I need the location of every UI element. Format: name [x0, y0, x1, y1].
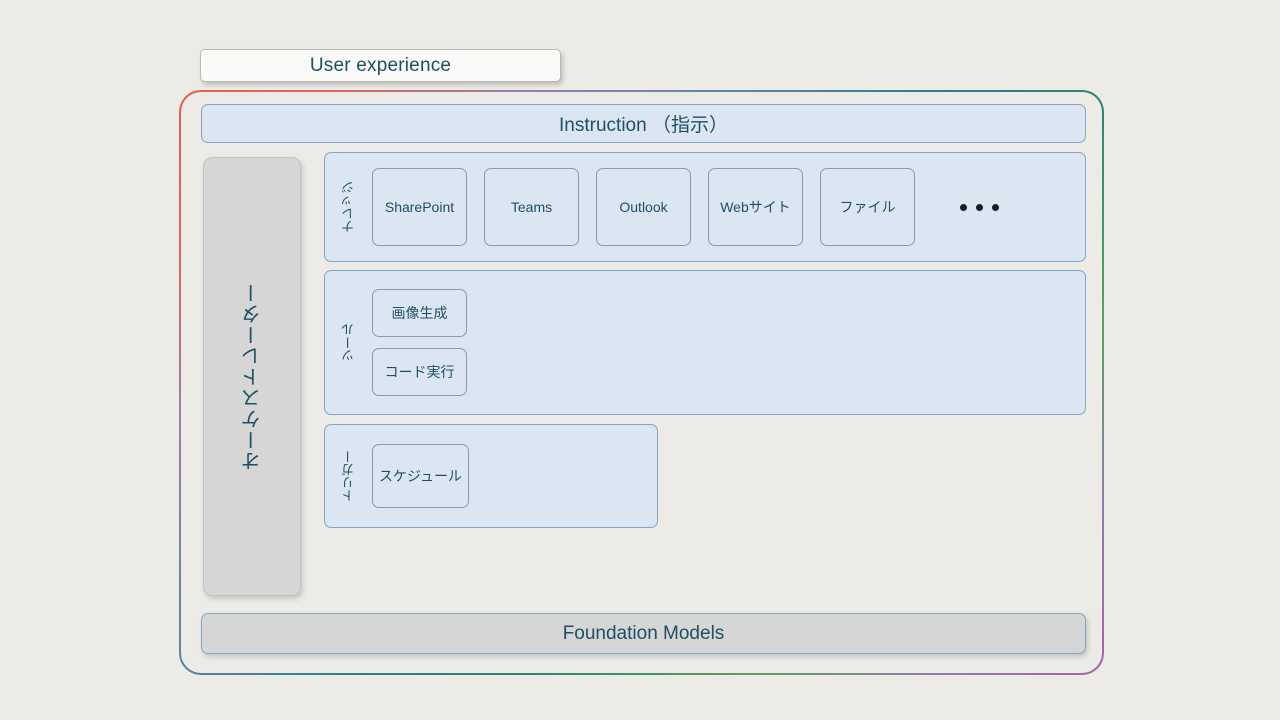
orchestrator-panel[interactable]: オーケストレーター [203, 157, 301, 596]
chip-code-execution[interactable]: コード実行 [372, 348, 467, 396]
ellipsis-dot-2 [976, 203, 983, 211]
chip-code-execution-label: コード実行 [384, 364, 455, 380]
instruction-label: Instruction （指示） [559, 115, 728, 136]
chip-schedule[interactable]: スケジュール [372, 444, 469, 508]
chip-file[interactable]: ファイル [820, 168, 915, 246]
group-tools: ツール 画像生成 コード実行 [324, 270, 1086, 415]
agent-shell-inner: Instruction （指示） オーケストレーター ナレッジ SharePoi… [181, 92, 1102, 673]
group-tools-items: 画像生成 コード実行 [368, 289, 467, 396]
group-trigger-label: トリガー [341, 450, 356, 502]
user-experience-tab[interactable]: User experience [200, 49, 561, 82]
orchestrator-label: オーケストレーター [241, 282, 264, 471]
group-trigger-items: スケジュール [368, 425, 657, 527]
chip-website-label: Webサイト [720, 199, 791, 215]
chip-outlook-label: Outlook [619, 199, 668, 215]
chip-website[interactable]: Webサイト [708, 168, 803, 246]
foundation-models-label: Foundation Models [562, 622, 725, 644]
user-experience-label: User experience [309, 54, 452, 76]
chip-sharepoint-label: SharePoint [384, 199, 455, 215]
chip-file-label: ファイル [839, 199, 896, 215]
ellipsis-dot-3 [992, 203, 999, 211]
chip-outlook[interactable]: Outlook [596, 168, 691, 246]
instruction-bar[interactable]: Instruction （指示） [201, 104, 1086, 143]
chip-schedule-label: スケジュール [378, 468, 463, 484]
group-trigger: トリガー スケジュール [324, 424, 658, 528]
chip-image-generation-label: 画像生成 [391, 305, 448, 321]
group-knowledge-items: SharePoint Teams Outlook Webサイト ファイル [368, 153, 1085, 261]
group-knowledge-label: ナレッジ [341, 181, 356, 233]
chip-teams[interactable]: Teams [484, 168, 579, 246]
chip-teams-label: Teams [510, 199, 553, 215]
ellipsis-dot-1 [960, 203, 967, 211]
knowledge-overflow-ellipsis-icon [960, 203, 999, 211]
foundation-models-bar[interactable]: Foundation Models [201, 613, 1086, 654]
chip-image-generation[interactable]: 画像生成 [372, 289, 467, 337]
chip-sharepoint[interactable]: SharePoint [372, 168, 467, 246]
group-knowledge: ナレッジ SharePoint Teams Outlook Webサイト ファイ… [324, 152, 1086, 262]
group-tools-label: ツール [341, 323, 356, 362]
agent-shell-gradient-border: Instruction （指示） オーケストレーター ナレッジ SharePoi… [179, 90, 1104, 675]
